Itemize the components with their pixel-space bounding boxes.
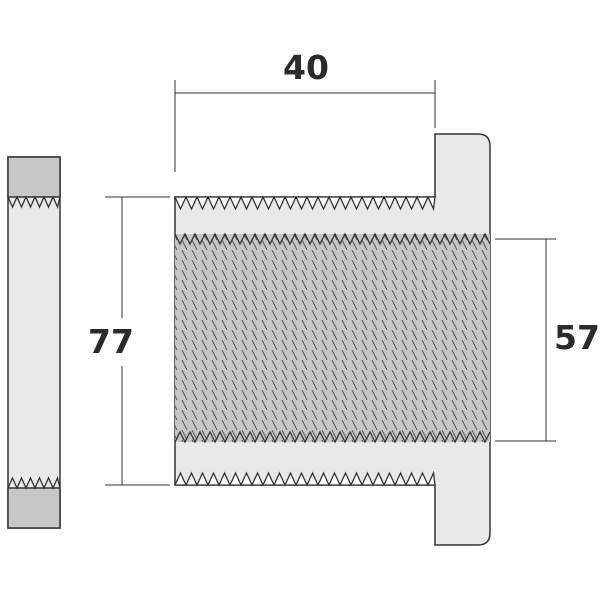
inner-diameter-label: 57 [554, 318, 600, 357]
nut-body [7, 156, 61, 529]
outer-bottom-thread [173, 470, 436, 487]
lock-nut [7, 156, 61, 529]
outer-diameter-dimension: 77 [88, 196, 170, 486]
nut-top-face [7, 156, 61, 198]
nut-bottom-face [7, 487, 61, 529]
inner-top-thread [174, 232, 491, 246]
nut-top-thread [7, 195, 61, 209]
fitting-bore [175, 234, 490, 442]
outer-top-thread [173, 195, 436, 212]
nut-bottom-thread [7, 476, 61, 490]
inner-diameter-dimension: 57 [495, 238, 600, 442]
outer-diameter-label: 77 [88, 322, 134, 361]
length-dimension: 40 [174, 48, 436, 172]
fitting-body [173, 133, 491, 546]
length-label: 40 [283, 48, 329, 87]
inner-bottom-thread [174, 430, 491, 444]
